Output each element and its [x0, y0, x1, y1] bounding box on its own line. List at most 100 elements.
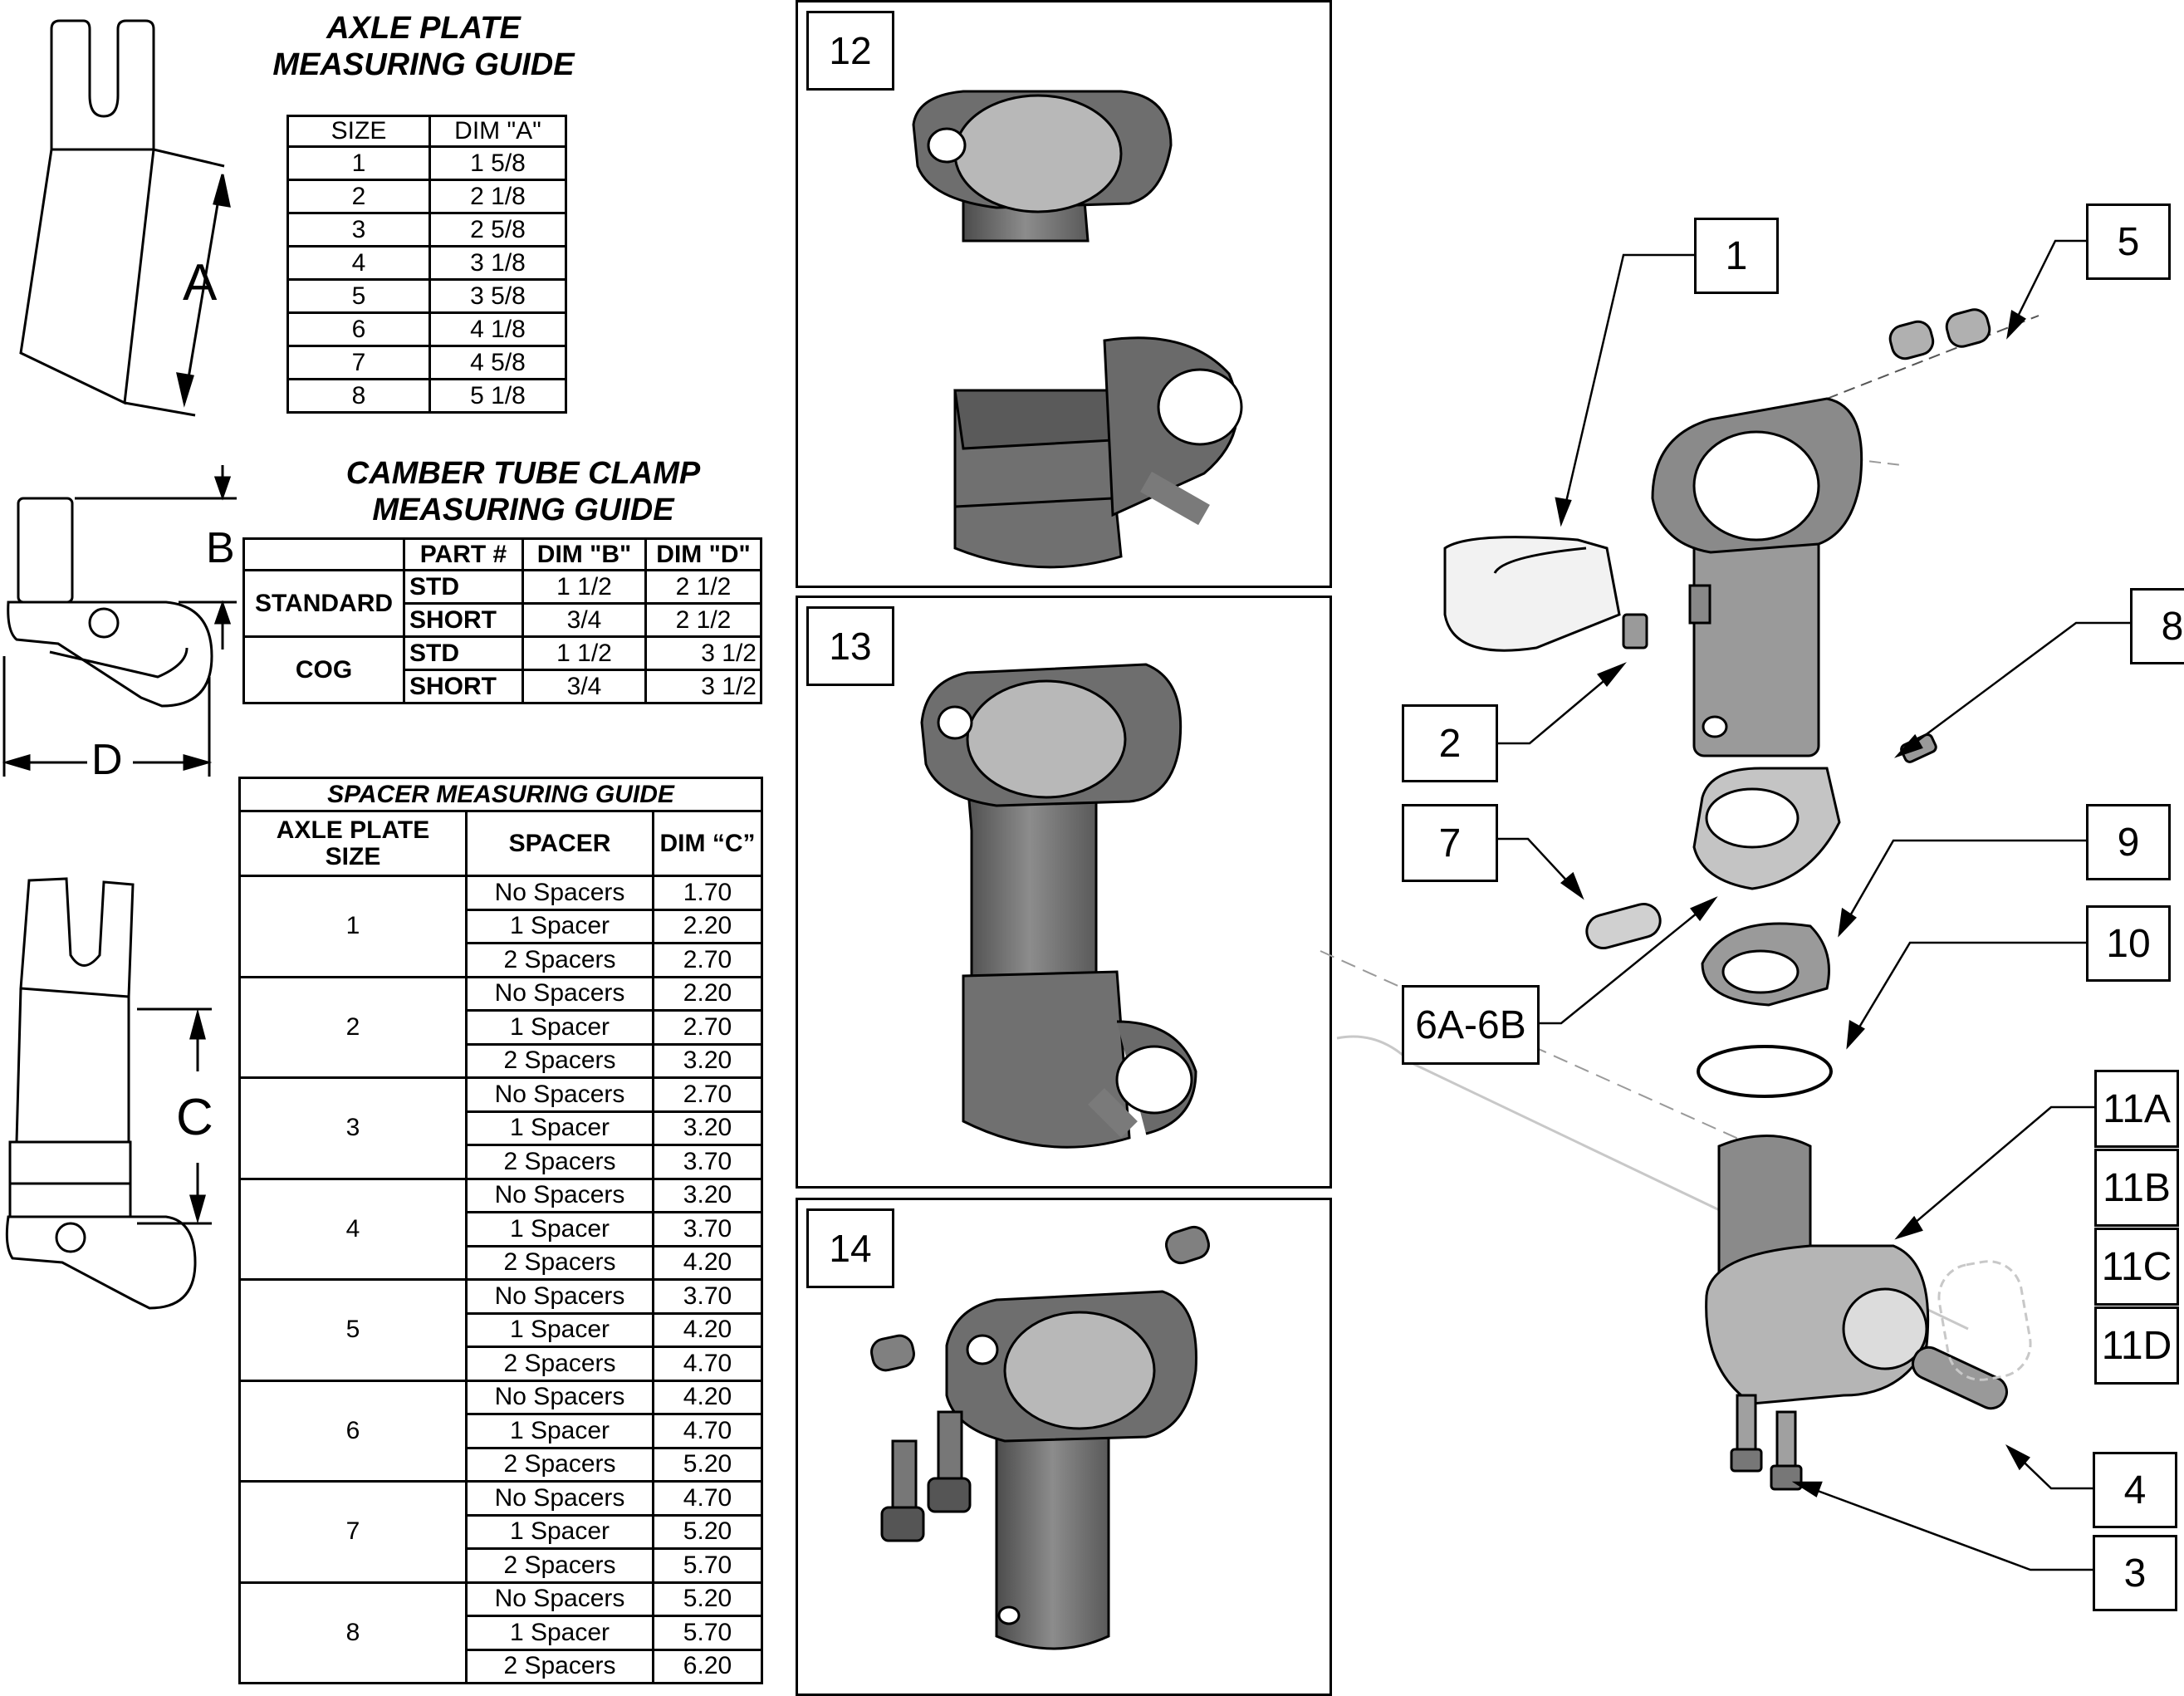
dim-letter-c: C	[176, 1089, 213, 1146]
spacer-cell: No Spacers	[465, 1076, 654, 1113]
cell: 4 5/8	[428, 345, 567, 380]
cell: 3/4	[522, 669, 647, 704]
axle-plate-size-cell: 3	[238, 1076, 468, 1180]
callout-4: 4	[2093, 1452, 2177, 1528]
spacer-cell: 1 Spacer	[465, 1311, 654, 1348]
callout-11d: 11D	[2094, 1306, 2179, 1385]
axle-plate-size-cell: 1	[238, 875, 468, 978]
dim-c-cell: 3.20	[652, 1042, 763, 1079]
callout-8: 8	[2130, 588, 2184, 664]
axle-plate-size-cell: 7	[238, 1480, 468, 1584]
dim-c-cell: 3.70	[652, 1144, 763, 1180]
axle-plate-size-cell: 8	[238, 1581, 468, 1684]
spacer-cell: No Spacers	[465, 975, 654, 1012]
cell: 2 1/2	[644, 602, 762, 638]
cell: 4 1/8	[428, 311, 567, 347]
table-row: COG STD 1 1/2 3 1/2	[242, 635, 762, 704]
exploded-assembly	[1320, 308, 2040, 1491]
cell: 2	[286, 179, 431, 214]
dim-c-cell: 5.20	[652, 1581, 763, 1617]
header-axle-plate-size: AXLE PLATE SIZE	[238, 810, 468, 877]
dim-c-cell: 3.20	[652, 1177, 763, 1213]
header-spacer: SPACER	[465, 810, 654, 877]
dim-c-cell: 6.20	[652, 1648, 763, 1684]
panel-number-14: 14	[806, 1208, 894, 1288]
callout-7: 7	[1402, 804, 1498, 882]
dim-c-cell: 1.70	[652, 875, 763, 911]
camber-guide-table: PART # DIM "B" DIM "D" STANDARD STD 1 1/…	[242, 537, 762, 704]
dim-letter-a: A	[183, 254, 218, 311]
part-12-illustration	[912, 90, 1243, 569]
spacer-cell: 1 Spacer	[465, 1615, 654, 1651]
dim-c-cell: 5.70	[652, 1547, 763, 1584]
spacer-cell: 2 Spacers	[465, 1648, 654, 1684]
cell: 4	[286, 245, 431, 281]
part-13-illustration	[920, 663, 1197, 1149]
callout-3: 3	[2093, 1535, 2177, 1611]
spacer-cell: 2 Spacers	[465, 1042, 654, 1079]
dim-c-cell: 5.20	[652, 1446, 763, 1483]
dim-c-cell: 3.70	[652, 1211, 763, 1247]
cell: 1 1/2	[522, 569, 647, 605]
cell: 8	[286, 378, 431, 414]
camber-clamp-sketch	[2, 465, 237, 777]
callout-2: 2	[1402, 704, 1498, 782]
dim-letter-d: D	[91, 736, 123, 784]
header-size: SIZE	[286, 115, 431, 148]
dim-c-cell: 3.20	[652, 1110, 763, 1146]
dim-c-cell: 4.20	[652, 1244, 763, 1281]
header-dim-a: DIM "A"	[428, 115, 567, 148]
dim-c-cell: 4.20	[652, 1379, 763, 1415]
table-header-row: SIZE DIM "A"	[286, 115, 567, 148]
table-header-row: AXLE PLATE SIZE SPACER DIM “C”	[238, 810, 763, 877]
cell: 3 1/2	[644, 669, 762, 704]
spacer-cell: 2 Spacers	[465, 1446, 654, 1483]
cell: 3	[286, 212, 431, 248]
spacer-cell: No Spacers	[465, 1379, 654, 1415]
dim-c-cell: 4.70	[652, 1346, 763, 1382]
axle-plate-size-cell: 6	[238, 1379, 468, 1483]
spacer-cell: No Spacers	[465, 1480, 654, 1517]
callout-11c: 11C	[2094, 1228, 2179, 1306]
dim-c-cell: 4.70	[652, 1413, 763, 1449]
axle-guide-title-line2: MEASURING GUIDE	[272, 47, 575, 82]
dim-letter-b: B	[206, 524, 235, 572]
dim-c-cell: 5.70	[652, 1615, 763, 1651]
header-dim-c: DIM “C”	[652, 810, 763, 877]
callout-1: 1	[1694, 218, 1779, 294]
header-blank	[242, 537, 405, 571]
header-dim-d: DIM "D"	[644, 537, 762, 571]
spacer-cell: No Spacers	[465, 1278, 654, 1315]
callout-11a: 11A	[2094, 1070, 2179, 1148]
callout-5: 5	[2086, 203, 2171, 280]
part-14-illustration	[870, 1225, 1210, 1650]
spacer-cell: No Spacers	[465, 875, 654, 911]
cell: 1 5/8	[428, 145, 567, 181]
spacer-cell: 1 Spacer	[465, 1211, 654, 1247]
spacer-cell: 1 Spacer	[465, 1110, 654, 1146]
spacer-cell: 2 Spacers	[465, 1346, 654, 1382]
camber-guide-title: CAMBER TUBE CLAMP MEASURING GUIDE	[299, 455, 747, 528]
spacer-cell: 1 Spacer	[465, 908, 654, 944]
axle-plate-size-cell: 2	[238, 975, 468, 1079]
